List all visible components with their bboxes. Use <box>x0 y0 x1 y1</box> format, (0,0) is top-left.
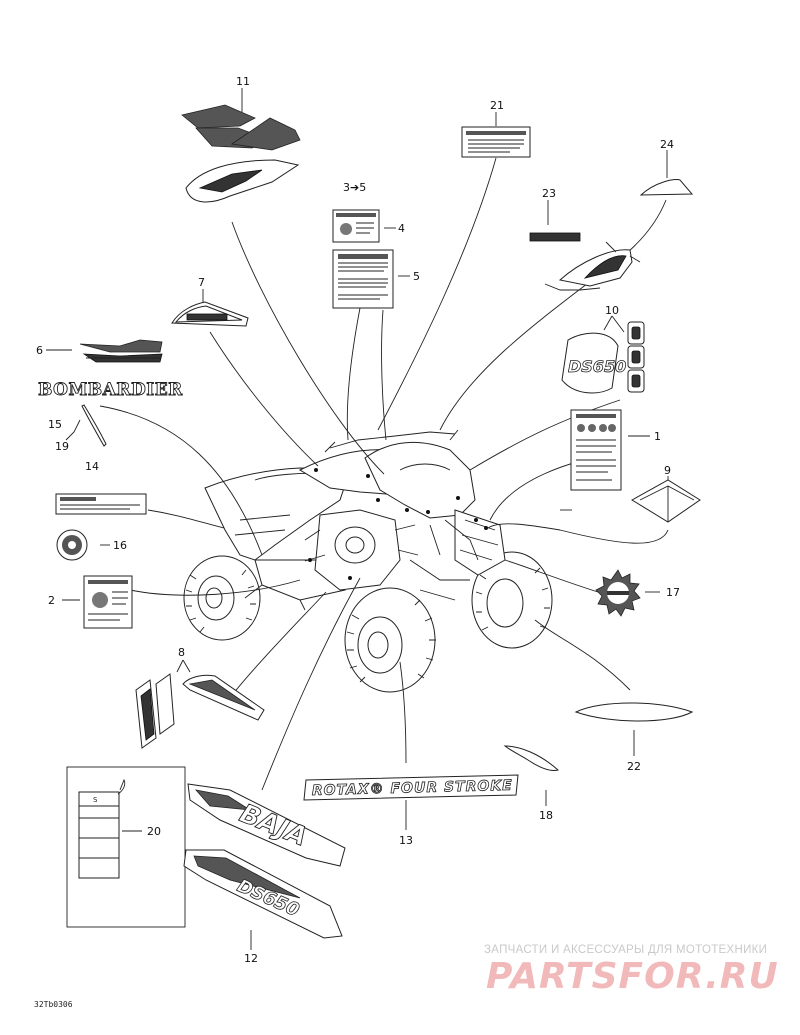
baja-text: BAJA <box>235 799 311 853</box>
decal-6 <box>79 339 163 363</box>
rotax-text: ROTAX® FOUR STROKE <box>312 778 513 799</box>
callout-9: 9 <box>664 464 671 477</box>
callout-3-to-5: 3➔5 <box>343 181 366 194</box>
decal-23 <box>529 232 641 291</box>
decal-10: DS650 <box>561 321 645 394</box>
callout-12: 12 <box>244 952 258 965</box>
decal-24 <box>639 179 694 196</box>
callout-22: 22 <box>627 760 641 773</box>
decal-16-badge <box>56 529 88 561</box>
callout-18: 18 <box>539 809 553 822</box>
decal-11 <box>181 104 301 203</box>
callout-4: 4 <box>398 222 405 235</box>
callout-15: 15 <box>48 418 62 431</box>
atv-illustration <box>183 429 553 693</box>
decal-8 <box>135 673 265 749</box>
decal-1-label <box>570 409 622 491</box>
decal-2-label <box>83 575 133 629</box>
callout-6: 6 <box>36 344 43 357</box>
callout-23: 23 <box>542 187 556 200</box>
decal-12: BAJA DS650 <box>183 783 346 939</box>
callout-21: 21 <box>490 99 504 112</box>
decal-22 <box>574 702 694 722</box>
callout-lines <box>46 88 669 950</box>
decal-18 <box>503 745 560 771</box>
decal-20-tag: S <box>66 766 186 928</box>
callout-13: 13 <box>399 834 413 847</box>
callout-24: 24 <box>660 138 674 151</box>
callout-20: 20 <box>147 825 161 838</box>
decal-5-label <box>332 249 394 309</box>
watermark-logo: PARTSFOR.RU <box>486 956 779 997</box>
callout-5: 5 <box>413 270 420 283</box>
callout-numbers: 11 21 24 3➔5 23 4 5 7 10 6 15 1 19 14 9 … <box>36 75 680 965</box>
leader-lines <box>99 157 669 791</box>
callout-8: 8 <box>178 646 185 659</box>
drawing-code: 32Tb0306 <box>34 1000 73 1009</box>
decal-9 <box>631 479 701 523</box>
callout-11: 11 <box>236 75 250 88</box>
callout-16: 16 <box>113 539 127 552</box>
callout-7: 7 <box>198 276 205 289</box>
decal-rear-label <box>55 493 147 515</box>
callout-1: 1 <box>654 430 661 443</box>
decal-bombardier: BOMBARDIER <box>38 380 184 401</box>
decal-7 <box>171 301 249 327</box>
callout-14: 14 <box>85 460 99 473</box>
bombardier-text: BOMBARDIER <box>38 380 183 400</box>
decal-17-badge <box>595 569 641 617</box>
callout-2: 2 <box>48 594 55 607</box>
decal-13-rotax: ROTAX® FOUR STROKE <box>303 774 519 801</box>
ds650-emblem-text: DS650 <box>568 357 626 376</box>
svg-text:S: S <box>93 796 98 804</box>
callout-10: 10 <box>605 304 619 317</box>
callout-19: 19 <box>55 440 69 453</box>
decal-14 <box>81 404 107 447</box>
decal-21-warning-label <box>461 126 531 158</box>
decal-4-label <box>332 209 380 243</box>
callout-17: 17 <box>666 586 680 599</box>
watermark-subtitle: ЗАПЧАСТИ И АКСЕССУАРЫ ДЛЯ МОТОТЕХНИКИ <box>484 944 768 956</box>
